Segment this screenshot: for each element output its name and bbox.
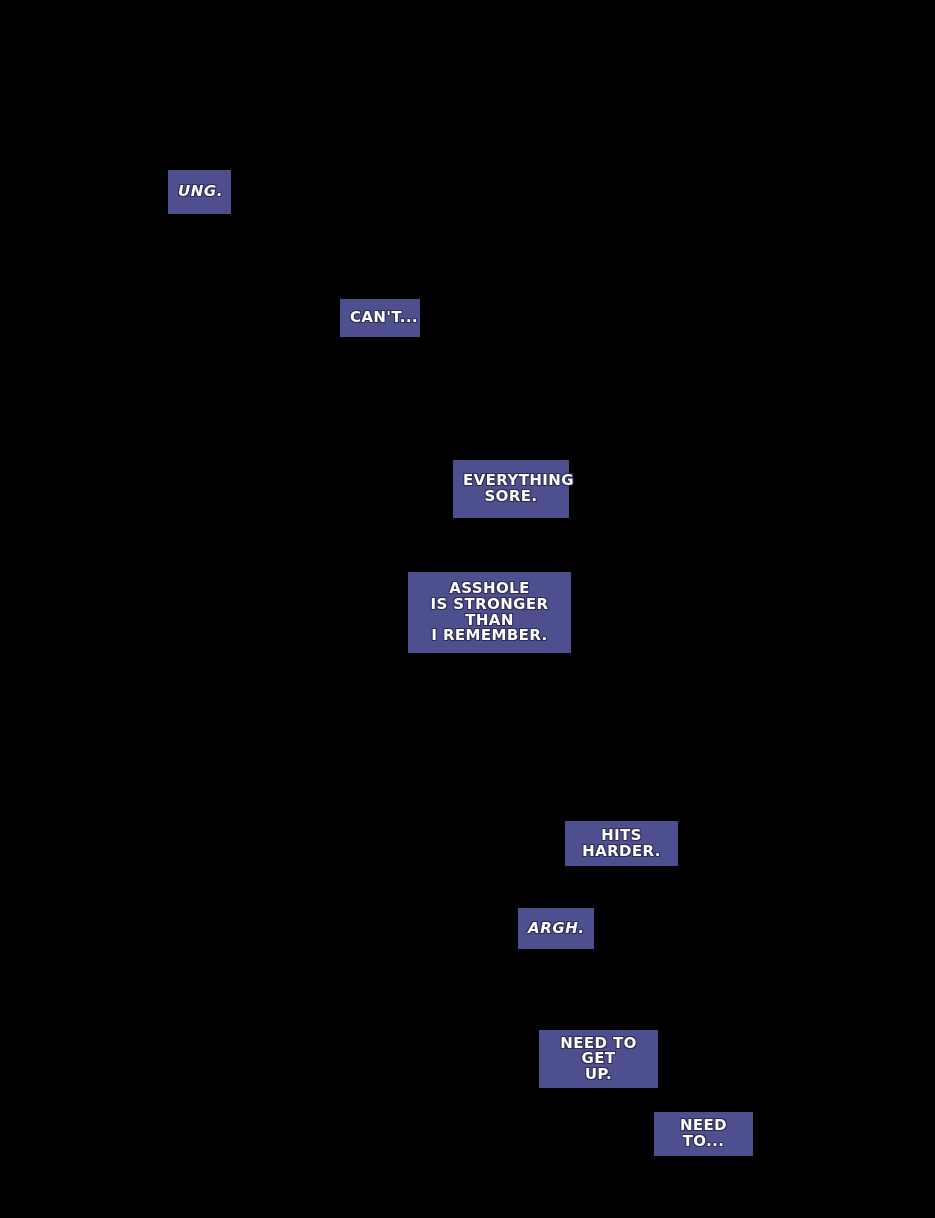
caption-box-need-to-get-up: NEED TO GET UP. (539, 1030, 658, 1088)
caption-box-cant: CAN'T... (340, 299, 420, 337)
caption-box-argh: ARGH. (518, 908, 594, 949)
caption-text-cant: CAN'T... (350, 308, 419, 327)
caption-box-everything-sore: EVERYTHING SORE. (453, 460, 574, 518)
caption-box-ung: UNG. (168, 170, 231, 214)
caption-text-asshole-stronger: ASSHOLE IS STRONGER THAN I REMEMBER. (430, 579, 549, 645)
caption-text-need-to: NEED TO... (679, 1116, 728, 1150)
caption-box-need-to: NEED TO... (654, 1112, 753, 1156)
caption-box-asshole-stronger: ASSHOLE IS STRONGER THAN I REMEMBER. (408, 572, 571, 653)
caption-text-need-to-get-up: NEED TO GET UP. (560, 1033, 637, 1083)
caption-box-hits-harder: HITS HARDER. (565, 821, 678, 866)
caption-text-argh: ARGH. (528, 918, 585, 937)
caption-text-ung: UNG. (178, 182, 224, 201)
caption-text-hits-harder: HITS HARDER. (582, 825, 661, 860)
caption-text-everything-sore: EVERYTHING SORE. (463, 471, 574, 505)
